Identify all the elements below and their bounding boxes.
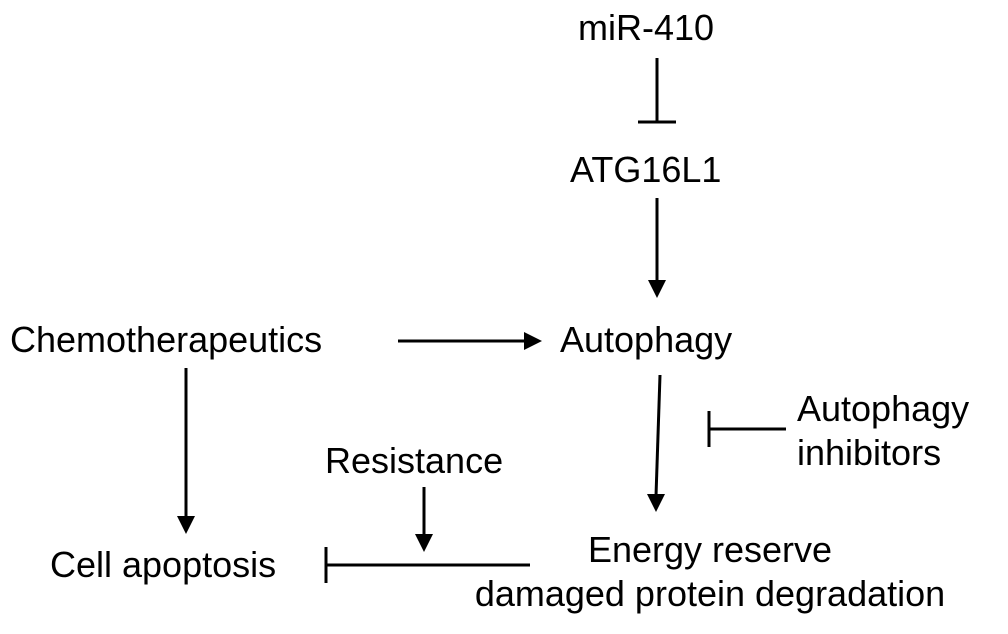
node-energy-reserve-line-2: damaged protein degradation (474, 573, 946, 614)
node-autophagy-inhibitors: Autophagy inhibitors (797, 387, 969, 475)
edge-resistance-activates (415, 487, 433, 552)
edge-autophagy-inhibitors-inhibit (707, 411, 786, 447)
edge-mir410-inhibits-atg16l1 (638, 58, 676, 124)
node-resistance: Resistance (325, 440, 504, 481)
node-chemotherapeutics: Chemotherapeutics (10, 319, 323, 360)
edge-atg16l1-activates-autophagy (648, 198, 666, 298)
node-atg16l1: ATG16L1 (570, 149, 722, 190)
node-energy-reserve: Energy reserve damaged protein degradati… (440, 528, 980, 616)
node-autophagy-inhibitors-line-2: inhibitors (797, 432, 942, 473)
edge-chemotherapeutics-activates-autophagy (398, 332, 542, 350)
node-mir-410: miR-410 (578, 7, 715, 48)
edge-chemotherapeutics-activates-cell-apoptosis (177, 368, 195, 534)
node-energy-reserve-line-1: Energy reserve (587, 529, 833, 570)
edge-energy-reserve-inhibits-cell-apoptosis (324, 547, 530, 583)
node-autophagy: Autophagy (560, 319, 733, 360)
node-autophagy-inhibitors-line-1: Autophagy (797, 388, 970, 429)
node-cell-apoptosis: Cell apoptosis (50, 544, 277, 585)
edge-autophagy-activates-energy-reserve (647, 374, 665, 512)
